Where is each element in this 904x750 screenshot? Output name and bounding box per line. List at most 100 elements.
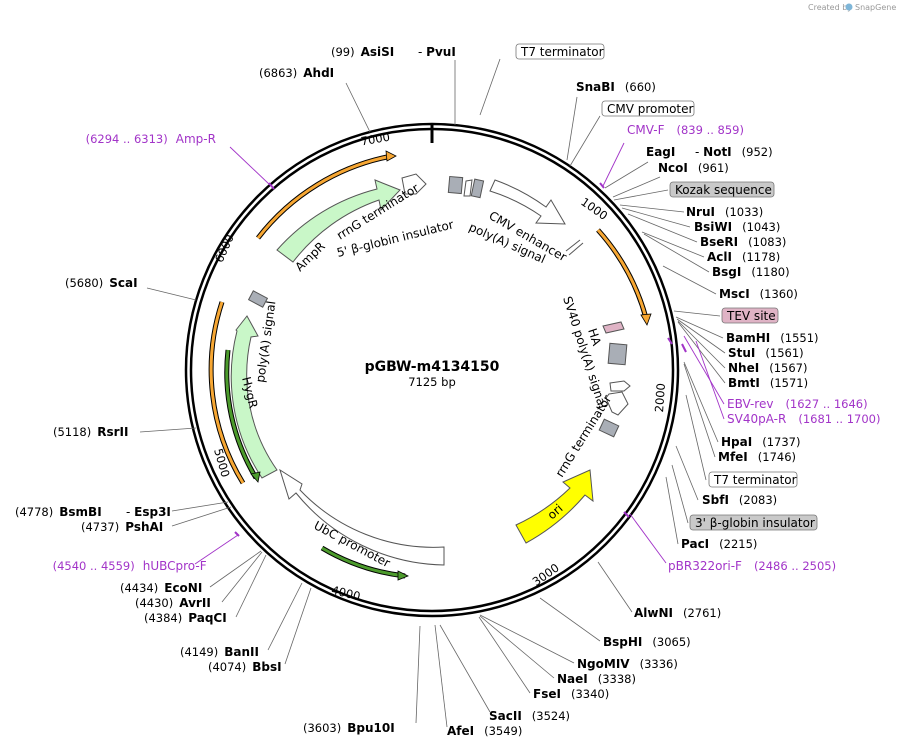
- primer-mark-cmv-f: [599, 182, 605, 189]
- site-name: SnaBI: [576, 80, 615, 94]
- boxed-label[interactable]: TEV site: [673, 307, 779, 324]
- primer-cmv-f[interactable]: CMV-F(839 .. 859): [602, 123, 744, 187]
- restriction-sites: (99)AsiSI - PvuI (6863)AhdI SnaBI(660)EagI -…: [15, 45, 819, 738]
- primer-ebv-rev[interactable]: EBV-rev(1627 .. 1646): [683, 335, 868, 411]
- site-pvui[interactable]: - PvuI: [418, 45, 456, 59]
- site-name: RsrII: [97, 425, 128, 439]
- site-position: (1737): [762, 435, 800, 449]
- site-ncoi[interactable]: NcoI(961): [612, 161, 729, 198]
- site-bsgi[interactable]: BsgI(1180): [643, 233, 790, 279]
- site-name: AvrII: [179, 596, 211, 610]
- site-name: NotI: [703, 145, 732, 159]
- site-rsrii[interactable]: (5118)RsrII: [53, 425, 197, 439]
- site-label: (3603)Bpu10I: [303, 721, 395, 735]
- site-afei[interactable]: AfeI(3549): [434, 624, 522, 738]
- cmv-promoter-mark-1: [565, 239, 581, 252]
- site-naei[interactable]: NaeI(3338): [479, 615, 636, 686]
- plasmid-length: 7125 bp: [408, 375, 456, 389]
- site-hpai[interactable]: HpaI(1737): [683, 361, 800, 449]
- site-name: BamHI: [726, 331, 770, 345]
- site-econi[interactable]: (4434)EcoNI: [120, 550, 262, 595]
- site-position: (4149): [180, 645, 218, 659]
- site-leader-line: [683, 363, 716, 458]
- orf-right-arc: [596, 228, 648, 319]
- credit-brand: SnapGene: [855, 3, 896, 12]
- boxed-label-frame: [708, 471, 798, 488]
- site-bpu10i[interactable]: (3603)Bpu10I: [303, 625, 421, 735]
- site-nhei[interactable]: NheI(1567): [677, 320, 807, 375]
- site-stui[interactable]: StuI(1561): [676, 318, 804, 360]
- site-label: MfeI(1746): [718, 450, 796, 464]
- boxed-label-frame: [515, 43, 605, 60]
- site-mfei[interactable]: MfeI(1746): [683, 363, 796, 464]
- boxed-label[interactable]: CMV promoter: [569, 100, 695, 167]
- primer-mark-hubcpro-f: [234, 531, 240, 537]
- orf-left2-arrowhead: [250, 471, 261, 483]
- boxed-label[interactable]: T7 terminator: [685, 394, 798, 488]
- boxed-label[interactable]: T7 terminator: [479, 43, 605, 116]
- site-label: (99)AsiSI: [331, 45, 394, 59]
- site-sbfi[interactable]: SbfI(2083): [675, 445, 777, 507]
- site-leader-line: [267, 582, 303, 651]
- site-bseri[interactable]: BseRI(1083): [627, 213, 786, 249]
- primer-pbr322ori-f[interactable]: pBR322ori-F(2486 .. 2505): [629, 513, 836, 573]
- site-leader-line: [597, 561, 633, 613]
- boxed-label-text: CMV promoter: [607, 102, 694, 116]
- boxed-label[interactable]: 3' β-globin insulator: [671, 464, 818, 531]
- site-position: (952): [742, 145, 773, 159]
- boxed-leader-line: [569, 115, 601, 167]
- site-msci[interactable]: MscI(1360): [662, 265, 798, 301]
- site-paqci[interactable]: (4384)PaqCI: [144, 554, 267, 625]
- site-position: (1360): [760, 287, 798, 301]
- site-fsei[interactable]: FseI(3340): [478, 616, 609, 701]
- site-esp3i[interactable]: - Esp3I: [126, 505, 171, 519]
- site-ngomiv[interactable]: NgoMIV(3336): [479, 614, 678, 671]
- site-bmti[interactable]: BmtI(1571): [677, 321, 808, 390]
- site-bsiwi[interactable]: BsiWI(1043): [621, 207, 780, 234]
- site-scai[interactable]: (5680)ScaI: [65, 276, 197, 301]
- site-acli[interactable]: AclI(1178): [641, 231, 780, 264]
- site-position: (3603): [303, 721, 341, 735]
- site-paci[interactable]: PacI(2215): [665, 476, 757, 551]
- primer-sv40pa-r[interactable]: SV40pA-R(1681 .. 1700): [695, 340, 880, 426]
- site-ahdi[interactable]: (6863)AhdI: [259, 66, 371, 133]
- site-alwni[interactable]: AlwNI(2761): [597, 561, 721, 620]
- site-name: NruI: [686, 205, 715, 219]
- site-label: BsiWI(1043): [694, 220, 780, 234]
- site-eagi[interactable]: EagI: [604, 145, 675, 189]
- site-snabi[interactable]: SnaBI(660): [566, 80, 656, 161]
- site-asisi[interactable]: (99)AsiSI: [331, 45, 456, 125]
- site-leader-line: [139, 427, 197, 433]
- site-label: - Esp3I: [126, 505, 171, 519]
- primers: CMV-F(839 .. 859) EBV-rev(1627 .. 1646)SV…: [53, 123, 881, 573]
- snapgene-logo-icon: [845, 3, 853, 11]
- site-avrii[interactable]: (4430)AvrII: [135, 551, 263, 610]
- site-bbsi[interactable]: (4074)BbsI: [208, 587, 312, 674]
- tick-label: 2000: [652, 383, 668, 413]
- primer-position: (2486 .. 2505): [754, 559, 836, 573]
- site-name: PvuI: [426, 45, 456, 59]
- boxed-label[interactable]: Kozak sequence: [613, 181, 775, 201]
- site-bamhi[interactable]: BamHI(1551): [675, 316, 819, 345]
- site-pshai[interactable]: (4737)PshAI: [81, 506, 232, 534]
- boxed-label-frame: [721, 307, 779, 324]
- site-label: - PvuI: [418, 45, 456, 59]
- primer-label: (4540 .. 4559)hUBCpro-F: [53, 559, 207, 573]
- site-name: AlwNI: [634, 606, 673, 620]
- site-separator: -: [418, 45, 426, 59]
- site-label: SbfI(2083): [702, 493, 777, 507]
- site-name: ScaI: [109, 276, 137, 290]
- site-name: BbsI: [252, 660, 281, 674]
- site-nrui[interactable]: NruI(1033): [619, 204, 763, 219]
- site-sacii[interactable]: SacII(3524): [439, 624, 570, 723]
- plasmid-title: pGBW-m4134150 7125 bp: [365, 359, 500, 389]
- site-banii[interactable]: (4149)BanII: [180, 582, 303, 659]
- site-bsmbi[interactable]: (4778)BsmBI: [15, 501, 229, 519]
- site-bsphi[interactable]: BspHI(3065): [539, 597, 691, 649]
- site-leader-line: [612, 176, 661, 198]
- primer-hubcpro-f[interactable]: (4540 .. 4559)hUBCpro-F: [53, 534, 239, 573]
- site-leader-line: [662, 265, 717, 295]
- site-noti[interactable]: - NotI(952): [695, 145, 773, 159]
- primer-amp-r[interactable]: (6294 .. 6313)Amp-R: [86, 132, 271, 186]
